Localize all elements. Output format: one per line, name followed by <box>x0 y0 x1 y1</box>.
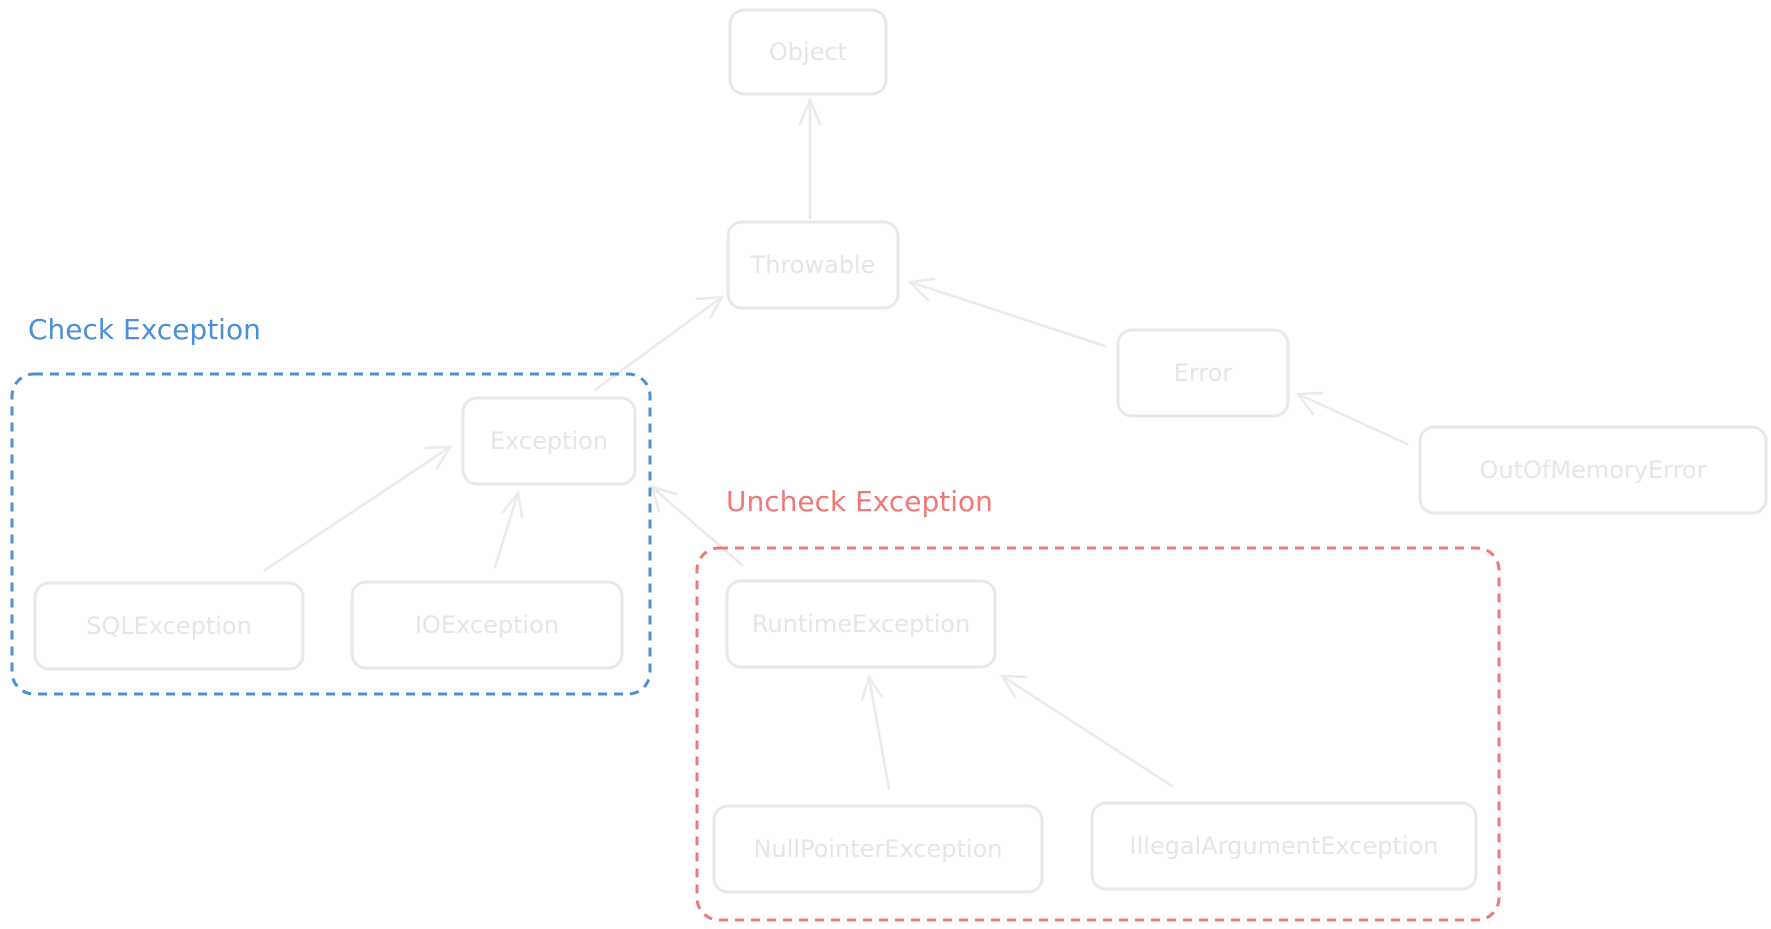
node-label-outofmemoryerror: OutOfMemoryError <box>1480 456 1707 484</box>
node-ioexception: IOException <box>350 580 624 670</box>
edge-illegalargumentexception-to-runtimeexception <box>999 674 1174 788</box>
node-object: Object <box>728 8 888 96</box>
unchecked-exception-group: Uncheck Exception <box>695 485 1501 922</box>
edge-sqlexception-to-exception <box>263 445 453 572</box>
checked-group-label: Check Exception <box>28 313 261 346</box>
node-illegalargumentexception: IllegalArgumentException <box>1090 801 1478 891</box>
node-throwable: Throwable <box>726 220 900 310</box>
node-label-error: Error <box>1174 359 1233 387</box>
edge-nullpointerexception-to-runtimeexception <box>860 674 891 791</box>
nodes: Object Throwable Exception Error OutOfMe… <box>33 8 1768 894</box>
node-runtimeexception: RuntimeException <box>725 579 997 669</box>
edge-exception-to-throwable <box>593 295 725 392</box>
node-label-throwable: Throwable <box>750 251 876 279</box>
node-label-sqlexception: SQLException <box>86 612 252 640</box>
node-label-runtimeexception: RuntimeException <box>752 610 970 638</box>
edges <box>263 96 1409 791</box>
node-sqlexception: SQLException <box>33 581 305 671</box>
node-error: Error <box>1116 328 1290 418</box>
edge-error-to-throwable <box>907 277 1107 348</box>
node-label-object: Object <box>769 38 847 66</box>
edge-outofmemoryerror-to-error <box>1295 391 1409 446</box>
edge-ioexception-to-exception <box>493 490 524 569</box>
unchecked-group-label: Uncheck Exception <box>726 485 993 518</box>
node-label-nullpointerexception: NullPointerException <box>754 835 1003 863</box>
node-label-exception: Exception <box>490 427 608 455</box>
checked-group-border <box>10 372 652 696</box>
checked-exception-group: Check Exception <box>10 313 652 696</box>
node-label-illegalargumentexception: IllegalArgumentException <box>1130 832 1439 860</box>
unchecked-group-border <box>695 546 1501 922</box>
node-nullpointerexception: NullPointerException <box>712 804 1044 894</box>
node-outofmemoryerror: OutOfMemoryError <box>1418 425 1768 515</box>
edge-runtimeexception-to-exception <box>650 485 744 567</box>
edge-throwable-to-object <box>798 96 822 220</box>
node-label-ioexception: IOException <box>415 611 559 639</box>
node-exception: Exception <box>461 396 637 486</box>
